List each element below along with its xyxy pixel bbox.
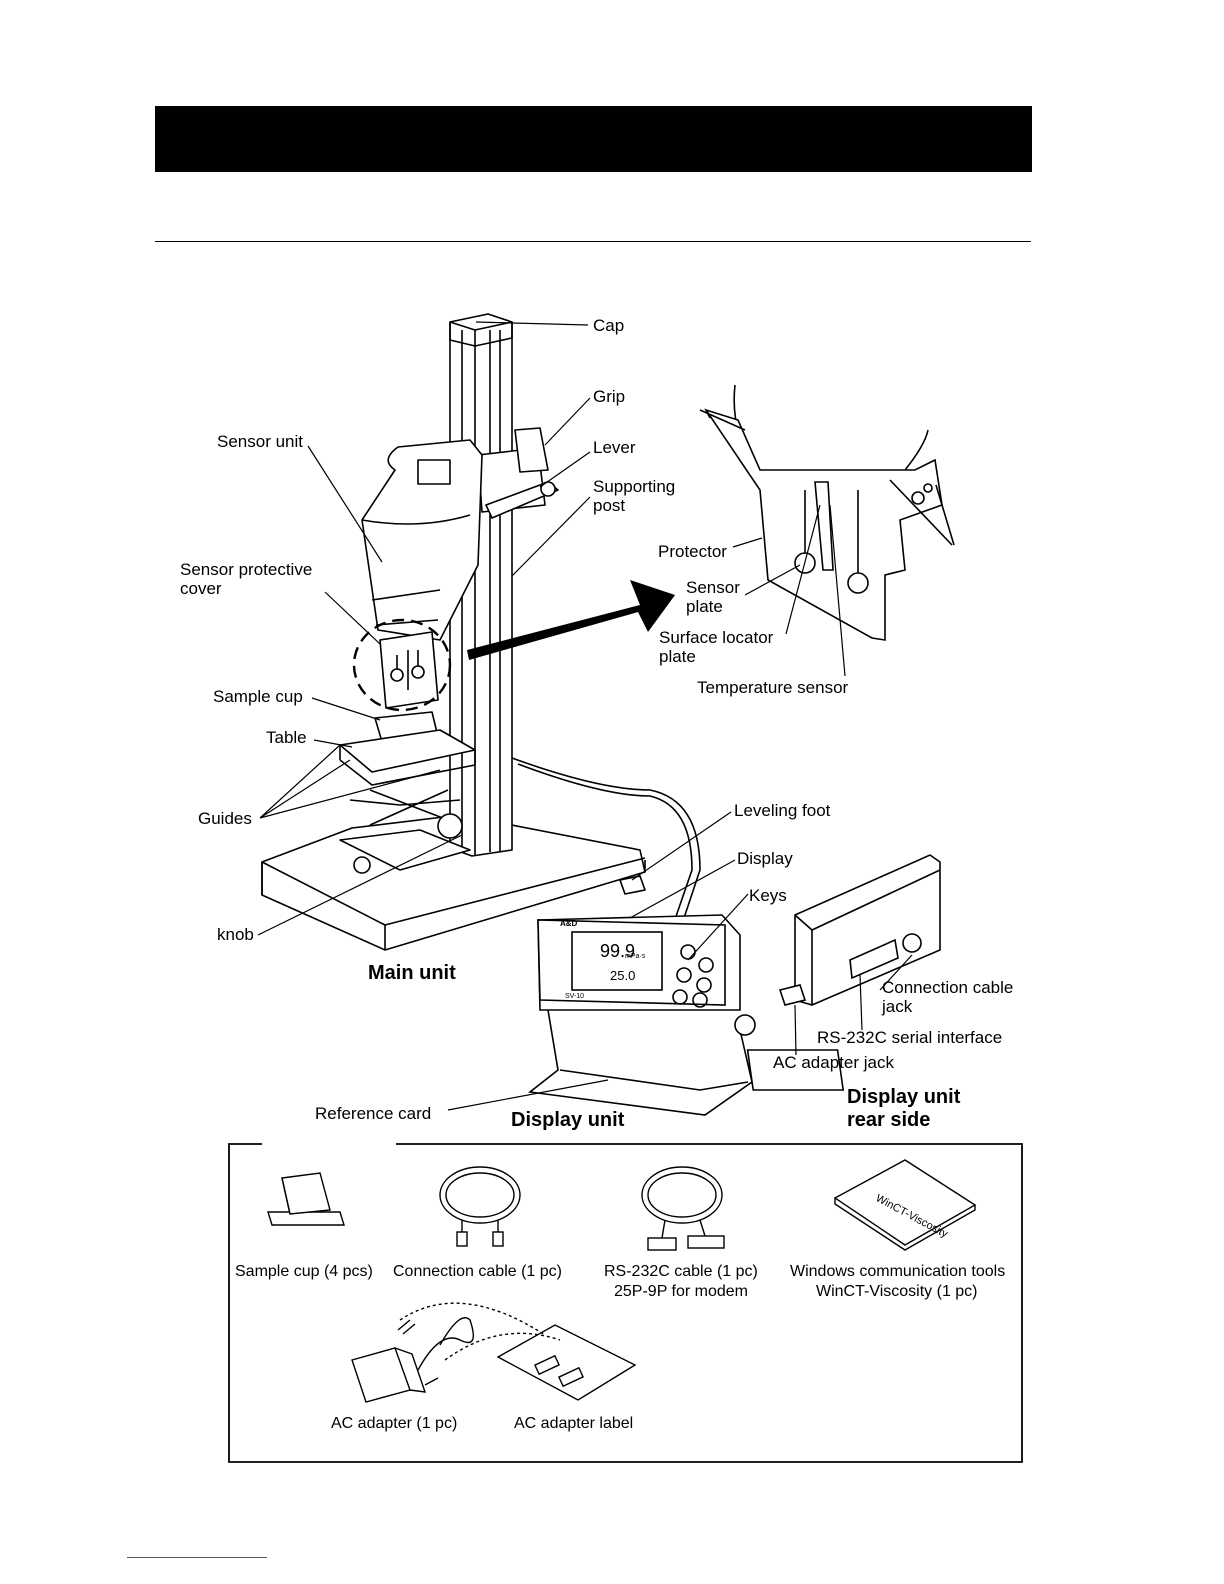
label-leveling-foot: Leveling foot: [734, 801, 831, 820]
label-supporting-post: Supporting: [593, 477, 675, 496]
label-temperature-sensor: Temperature sensor: [697, 678, 849, 697]
label-rs232c-interface: RS-232C serial interface: [817, 1028, 1002, 1047]
label-guides: Guides: [198, 809, 252, 828]
display-readout-value: 99.9: [600, 941, 635, 961]
caption-display-rear: Display unit: [847, 1086, 961, 1108]
label-protector: Protector: [658, 542, 727, 561]
display-rear-drawing: [778, 854, 941, 1006]
display-readout-unit: mPa·s: [625, 953, 646, 960]
section-title-bar: [155, 106, 1032, 172]
label-lever: Lever: [593, 438, 636, 457]
accessory-drawings: [267, 1159, 977, 1403]
footer-link-underline[interactable]: [127, 1557, 267, 1558]
label-reference-card: Reference card: [315, 1104, 431, 1123]
label-surface-locator-2: plate: [659, 647, 696, 666]
accessory-connection-cable: Connection cable (1 pc): [393, 1263, 562, 1280]
leader-lines: [257, 321, 913, 1111]
label-surface-locator: Surface locator: [659, 628, 774, 647]
caption-display-unit: Display unit: [511, 1109, 625, 1131]
accessory-ac-adapter: AC adapter (1 pc): [331, 1415, 457, 1432]
label-supporting-post-2: post: [593, 496, 625, 515]
header-rule: [155, 241, 1031, 242]
accessory-rs232c-cable-2: 25P-9P for modem: [614, 1283, 748, 1300]
label-connection-cable-jack-2: jack: [881, 997, 913, 1016]
brand-logo: A&D: [560, 919, 578, 928]
label-sensor-protective-cover-2: cover: [180, 579, 222, 598]
accessory-windows-tools-2: WinCT-Viscosity (1 pc): [816, 1283, 978, 1300]
label-sample-cup: Sample cup: [213, 687, 303, 706]
caption-main-unit: Main unit: [368, 962, 456, 984]
display-unit-drawing: [528, 914, 845, 1116]
label-ac-adapter-jack: AC adapter jack: [773, 1053, 894, 1072]
label-grip: Grip: [593, 387, 625, 406]
main-unit-drawing: [261, 313, 701, 951]
display-readout-temp: 25.0: [610, 968, 635, 983]
label-display: Display: [737, 849, 793, 868]
sensor-detail-drawing: [699, 384, 955, 641]
caption-display-rear-2: rear side: [847, 1109, 930, 1131]
label-cap: Cap: [593, 316, 624, 335]
label-sensor-plate: Sensor: [686, 578, 740, 597]
accessory-rs232c-cable: RS-232C cable (1 pc): [604, 1263, 758, 1280]
label-knob: knob: [217, 925, 254, 944]
accessory-ac-adapter-label: AC adapter label: [514, 1415, 633, 1432]
model-label: SV-10: [565, 993, 584, 1000]
label-sensor-unit: Sensor unit: [217, 432, 303, 451]
label-keys: Keys: [749, 886, 787, 905]
label-sensor-protective-cover: Sensor protective: [180, 560, 312, 579]
label-sensor-plate-2: plate: [686, 597, 723, 616]
accessory-windows-tools: Windows communication tools: [790, 1263, 1005, 1280]
accessories-box: [228, 1143, 1023, 1463]
zoom-arrow-icon: [467, 580, 675, 660]
label-table: Table: [266, 728, 307, 747]
accessory-sample-cup: Sample cup (4 pcs): [235, 1263, 373, 1280]
label-connection-cable-jack: Connection cable: [882, 978, 1013, 997]
